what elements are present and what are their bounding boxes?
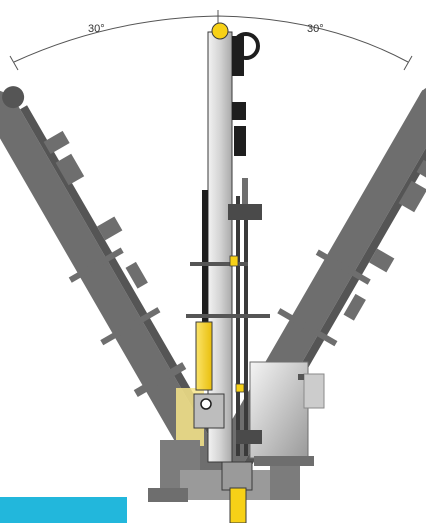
right-angle-label: 30° xyxy=(307,23,324,35)
brand-color-bar xyxy=(0,497,127,523)
upright-mast xyxy=(186,22,270,523)
left-angle-label: 30° xyxy=(88,23,105,35)
yellow-sheave xyxy=(211,22,229,40)
yellow-cylinder xyxy=(195,321,213,391)
arc-right-tick xyxy=(403,55,413,71)
operator-cab xyxy=(249,361,325,466)
drill-bit xyxy=(229,487,247,523)
left-tilted-mast xyxy=(0,86,231,489)
arc-left-tick xyxy=(9,55,19,71)
